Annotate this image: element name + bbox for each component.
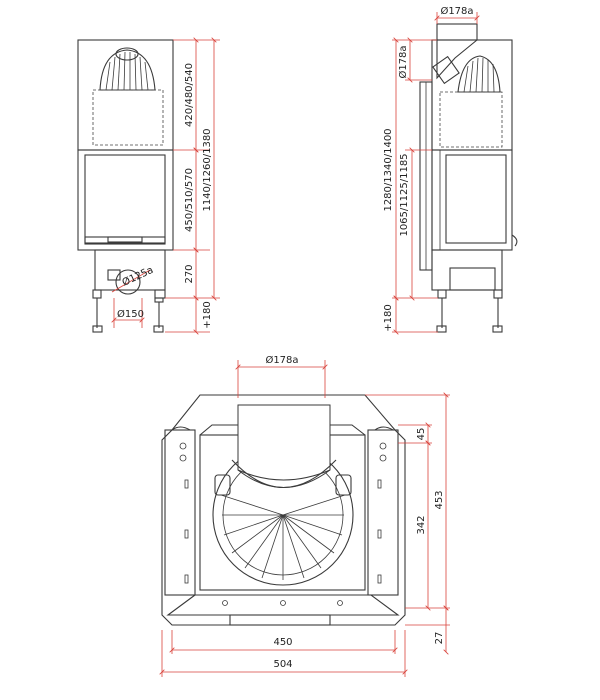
side-view: Ø178a Ø178a 1280/1340/1400 1065/1125/118… xyxy=(383,5,518,333)
front-dim-leg: +180 xyxy=(202,301,213,328)
front-dim-glass: 450/510/570 xyxy=(184,168,195,232)
front-legs xyxy=(92,289,164,333)
side-handle xyxy=(511,234,518,247)
side-base xyxy=(431,249,503,291)
side-dim-inner: 1065/1125/1185 xyxy=(399,153,410,236)
top-front-lip xyxy=(229,614,331,626)
top-dim-27: 27 xyxy=(434,632,445,645)
top-floor-plate xyxy=(166,594,400,616)
top-dimension-lines xyxy=(162,360,450,677)
front-dim-top: 420/480/540 xyxy=(184,63,195,127)
side-firebox xyxy=(431,149,513,251)
front-dim-base: 270 xyxy=(184,264,195,283)
top-fan-blades xyxy=(220,494,346,580)
top-dim-504: 504 xyxy=(273,659,292,670)
top-dim-453: 453 xyxy=(434,490,445,509)
top-flue-duct-shadow xyxy=(231,459,337,489)
side-dim-total: 1280/1340/1400 xyxy=(383,128,394,211)
front-dim-inlet-dia: Ø125a xyxy=(120,264,155,289)
top-left-flange xyxy=(164,429,196,596)
side-flue-duct xyxy=(436,39,478,80)
front-dim-outlet-dia: Ø150 xyxy=(117,308,144,320)
top-dim-342: 342 xyxy=(416,515,427,534)
side-fan-ribs xyxy=(463,57,495,93)
front-upper-casing xyxy=(77,39,174,151)
front-fan-hub xyxy=(115,47,139,61)
front-firebox xyxy=(77,149,174,251)
side-dim-flue-side: Ø178a xyxy=(397,45,409,78)
side-dim-flue-top: Ø178a xyxy=(440,5,473,17)
side-hidden-box xyxy=(439,91,503,148)
side-dimension-lines xyxy=(392,12,477,332)
front-bracket-right xyxy=(154,289,166,299)
top-right-flange xyxy=(367,429,399,596)
front-base xyxy=(94,249,166,291)
top-view: Ø178a 45 342 453 27 450 504 xyxy=(162,354,450,677)
front-hidden-box xyxy=(92,89,164,146)
side-glass xyxy=(445,154,507,244)
top-outer-contour xyxy=(161,394,406,626)
top-dim-450: 450 xyxy=(273,637,292,648)
top-motor-left xyxy=(214,474,231,496)
side-air-box xyxy=(449,267,496,291)
top-left-flange-top xyxy=(171,426,191,431)
front-dim-total: 1140/1260/1380 xyxy=(202,128,213,211)
top-flange-slots xyxy=(184,479,382,584)
side-legs xyxy=(436,289,503,333)
front-fan-ribs xyxy=(105,51,149,91)
side-flue-collar xyxy=(436,23,478,41)
front-bracket-left xyxy=(107,269,121,281)
top-dim-45: 45 xyxy=(416,428,427,441)
front-dimension-lines xyxy=(114,40,220,332)
side-dim-leg: +180 xyxy=(383,304,394,331)
side-upper-casing xyxy=(431,39,513,151)
top-right-flange-top xyxy=(374,426,394,431)
front-fan-dome xyxy=(99,49,156,91)
front-glass xyxy=(84,154,166,244)
side-fan-dome xyxy=(457,55,501,93)
front-handle xyxy=(107,236,143,243)
front-air-inlet xyxy=(115,269,141,295)
top-dim-flue-dia: Ø178a xyxy=(265,354,298,366)
side-duct-clamp xyxy=(432,55,460,85)
front-view: 420/480/540 450/510/570 270 1140/1260/13… xyxy=(77,39,220,333)
top-motor-right xyxy=(335,474,352,496)
